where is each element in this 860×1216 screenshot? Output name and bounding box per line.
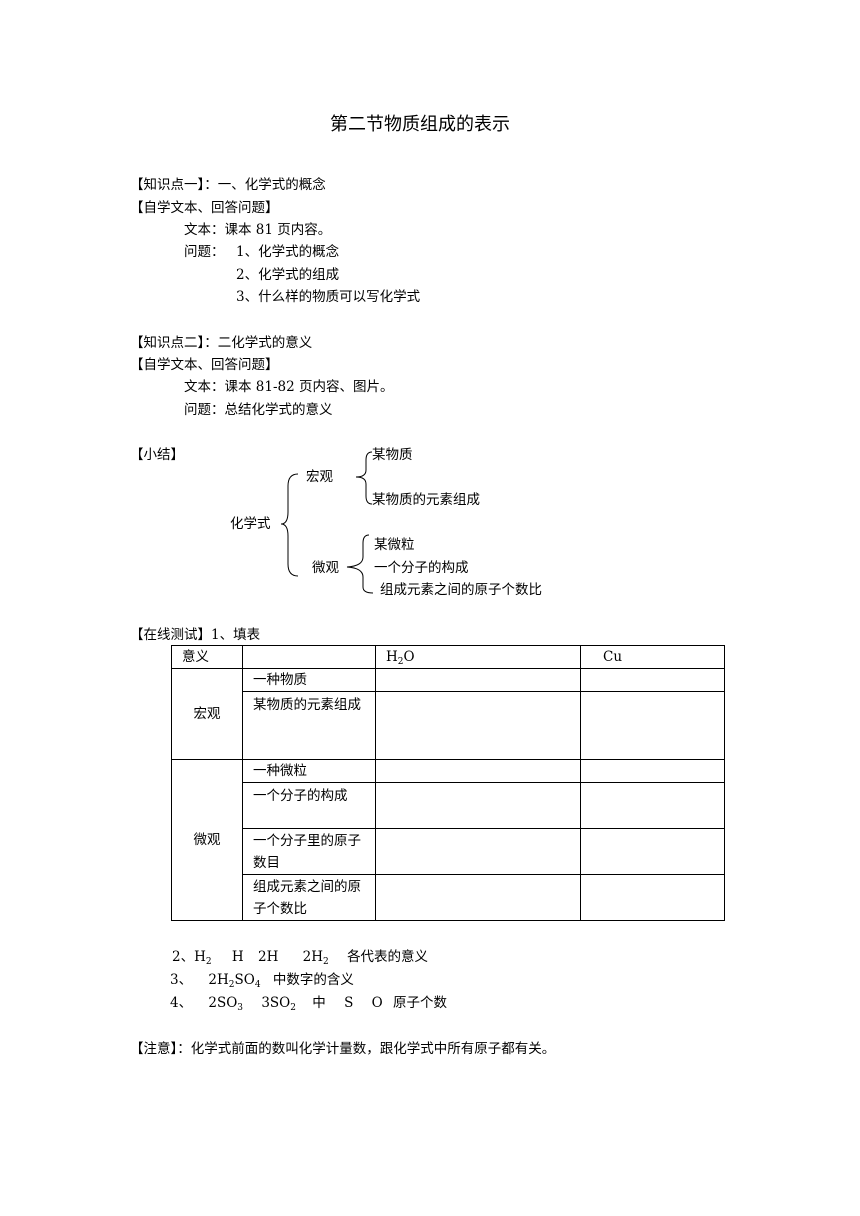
kp1-questions-label: 问题： [184,244,225,260]
table-row: 宏观 一种物质 [171,668,725,760]
summary-macro: 宏观 [306,469,333,485]
header-meaning: 意义 [171,645,243,669]
macro-brace-icon [355,451,373,505]
table-row: 组成元素之间的原子个数比 [172,874,725,921]
table-row: 某物质的元素组成 [172,691,725,760]
h2o-answer-cell[interactable] [375,874,581,921]
header-h2o: H2O [375,645,581,669]
row-label: 一种物质 [242,668,376,692]
table-row: 微观 一种微粒 [171,759,725,921]
kp2-text: 文本：课本 81-82 页内容、图片。 [184,379,394,395]
header-cu: Cu [580,645,725,669]
kp2-self-study: 【自学文本、回答问题】 [130,357,279,373]
h2o-answer-cell[interactable] [375,691,581,760]
micro-item-2: 组成元素之间的原子个数比 [380,582,542,598]
table-row: 一个分子里的原子数目 [172,828,725,875]
cu-answer-cell[interactable] [580,691,725,760]
table-header-row: 意义 H2O Cu [171,645,725,669]
question-4: 4、 2SO3 3SO2 中 S O 原子个数 [170,995,447,1013]
kp2-question: 问题：总结化学式的意义 [184,402,333,418]
meaning-table: 意义 H2O Cu 宏观 一种物质 某物质的元素组成 微观 一种微粒 一个分子的… [171,645,725,921]
cu-answer-cell[interactable] [580,874,725,921]
summary-micro: 微观 [312,560,339,576]
summary-root: 化学式 [230,516,271,532]
h2o-answer-cell[interactable] [375,759,581,783]
test-heading: 【在线测试】1、填表 [130,627,261,643]
macro-item-1: 某物质的元素组成 [372,492,480,508]
h2o-answer-cell[interactable] [375,782,581,829]
root-brace-icon [280,473,299,577]
macro-group-label: 宏观 [171,668,243,760]
question-2: 2、H2 H 2H 2H2 各代表的意义 [172,949,429,967]
row-label: 一个分子里的原子数目 [242,828,376,875]
kp1-q2: 2、化学式的组成 [236,267,340,283]
table-row: 一个分子的构成 [172,782,725,829]
macro-item-0: 某物质 [372,447,413,463]
summary-label: 【小结】 [130,447,184,463]
micro-item-0: 某微粒 [374,537,415,553]
header-blank [242,645,376,669]
cu-answer-cell[interactable] [580,828,725,875]
h2o-answer-cell[interactable] [375,668,581,692]
kp2-heading: 【知识点二】：二化学式的意义 [130,335,313,351]
note: 【注意】：化学式前面的数叫化学计量数，跟化学式中所有原子都有关。 [130,1041,556,1057]
kp1-q1: 1、化学式的概念 [236,244,340,260]
row-label: 一个分子的构成 [242,782,376,829]
kp1-self-study: 【自学文本、回答问题】 [130,200,279,216]
micro-item-1: 一个分子的构成 [374,560,469,576]
kp1-q3: 3、什么样的物质可以写化学式 [236,289,421,305]
h2o-answer-cell[interactable] [375,828,581,875]
row-label: 组成元素之间的原子个数比 [242,874,376,921]
row-label: 一种微粒 [242,759,376,783]
kp1-text: 文本：课本 81 页内容。 [184,222,332,238]
row-label: 某物质的元素组成 [242,691,376,760]
cu-answer-cell[interactable] [580,759,725,783]
cu-answer-cell[interactable] [580,782,725,829]
question-3: 3、 2H2SO4 中数字的含义 [170,972,354,990]
micro-brace-icon [346,534,374,594]
page-title: 第二节物质组成的表示 [330,114,510,135]
micro-group-label: 微观 [171,759,243,921]
kp1-heading: 【知识点一】：一、化学式的概念 [130,177,326,193]
cu-answer-cell[interactable] [580,668,725,692]
